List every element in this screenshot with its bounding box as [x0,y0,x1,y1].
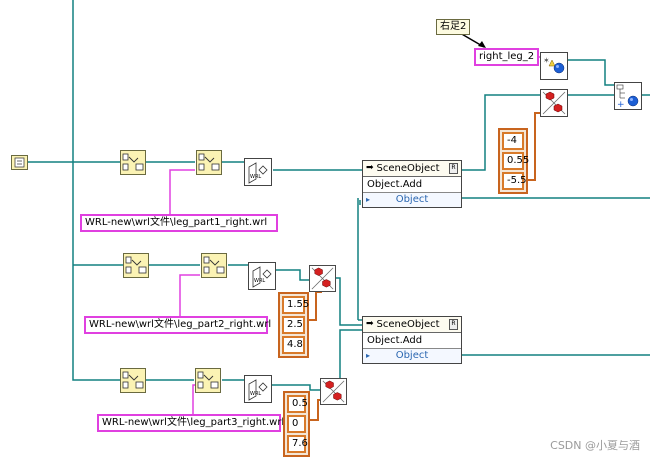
name-string-constant[interactable]: right_leg_2 [474,48,540,66]
scene-object-icon[interactable]: + [614,82,642,110]
build-path-icon[interactable] [195,368,221,393]
svg-text:WRL: WRL [254,278,265,284]
vector-z-value[interactable]: 4.8 [282,336,305,354]
invoke-node-header: ➡ SceneObject R [363,317,461,333]
invoke-node-add-object-2[interactable]: ➡ SceneObject R Object.Add Object ▸ Obje… [362,316,462,364]
3d-transform-icon[interactable] [309,265,336,292]
watermark: CSDN @小夏与酒 [550,439,640,452]
invoke-node-add-object-1[interactable]: ➡ SceneObject R Object.Add Object ▸ Obje… [362,160,462,208]
wrl-file-icon[interactable]: WRL [244,375,272,403]
refnum-icon: R [449,319,458,330]
translation-vector-cluster-2[interactable]: 1.55 2.5 4.8 [278,292,309,358]
arrow-icon: ➡ [366,319,374,329]
build-path-icon[interactable] [120,150,146,175]
terminal-arrow-icon: ▸ [366,351,371,360]
vector-y-value[interactable]: 0 [287,415,306,433]
svg-text:✶: ✶ [543,56,550,65]
invoke-method-name[interactable]: Object.Add Object [363,177,461,205]
vector-x-value[interactable]: 1.55 [282,296,309,314]
invoke-output-label: Object [395,194,429,205]
path-constant-leg-part1[interactable]: WRL-new\wrl文件\leg_part1_right.wrl [80,214,278,232]
arrow-icon: ➡ [366,163,374,173]
3d-transform-icon[interactable] [540,89,568,117]
svg-text:WRL: WRL [250,174,261,180]
refnum-icon: R [449,163,458,174]
vector-y-value[interactable]: 2.5 [282,316,305,334]
invoke-node-header: ➡ SceneObject R [363,161,461,177]
3d-transform-icon[interactable] [320,378,347,405]
invoke-output-terminal[interactable]: ▸ Object [363,193,461,207]
invoke-class-name: SceneObject [376,163,440,174]
build-path-icon[interactable] [123,253,149,278]
scene-object-icon[interactable]: ✶ [540,52,568,80]
build-path-icon[interactable] [201,253,227,278]
build-path-icon[interactable] [196,150,222,175]
invoke-output-label: Object [395,350,429,361]
build-path-icon[interactable] [120,368,146,393]
svg-text:WRL: WRL [250,391,261,397]
wrl-file-icon[interactable]: WRL [244,158,272,186]
vector-z-value[interactable]: 7.6 [287,435,308,453]
invoke-method-name[interactable]: Object.Add Object [363,333,461,361]
invoke-output-terminal[interactable]: ▸ Object [363,349,461,363]
path-constant-leg-part3[interactable]: WRL-new\wrl文件\leg_part3_right.wrl [97,414,284,432]
vector-y-value[interactable]: 0.55 [502,152,529,170]
vector-z-value[interactable]: -5.5 [502,172,527,190]
caption-label: 右足2 [436,19,471,35]
translation-vector-cluster-1[interactable]: -4 0.55 -5.5 [498,128,529,194]
vector-x-value[interactable]: -4 [502,132,524,150]
path-constant-leg-part2[interactable]: WRL-new\wrl文件\leg_part2_right.wrl [84,316,271,334]
front-panel-icon[interactable] [11,155,28,170]
invoke-class-name: SceneObject [376,319,440,330]
svg-text:+: + [617,100,625,110]
vector-x-value[interactable]: 0.5 [287,395,308,413]
translation-vector-cluster-3[interactable]: 0.5 0 7.6 [283,391,310,457]
terminal-arrow-icon: ▸ [366,195,371,204]
wrl-file-icon[interactable]: WRL [248,262,276,290]
